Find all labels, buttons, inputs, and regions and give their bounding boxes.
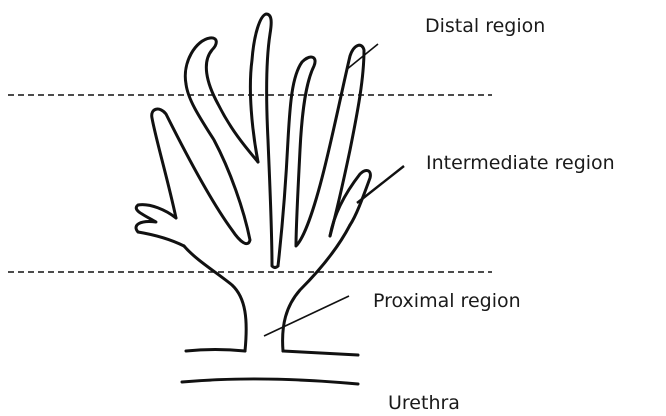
duct-branch-right [330, 171, 370, 236]
proximal-region-label: Proximal region [373, 292, 521, 311]
duct-branch-left [152, 84, 250, 244]
proximal-leader-line [264, 296, 349, 336]
intermediate-region-label: Intermediate region [426, 154, 615, 173]
urethra-label: Urethra [388, 394, 460, 413]
distal-region-label: Distal region [425, 17, 545, 36]
duct-trunk [184, 225, 350, 351]
duct-branch-lower-left [136, 205, 184, 246]
duct-branch-center-right [278, 45, 364, 266]
duct-branch-upper-left [185, 38, 258, 162]
duct-branch-central [250, 14, 278, 268]
urethra-upper-line [186, 350, 358, 356]
urethra-lower-line [182, 379, 358, 384]
